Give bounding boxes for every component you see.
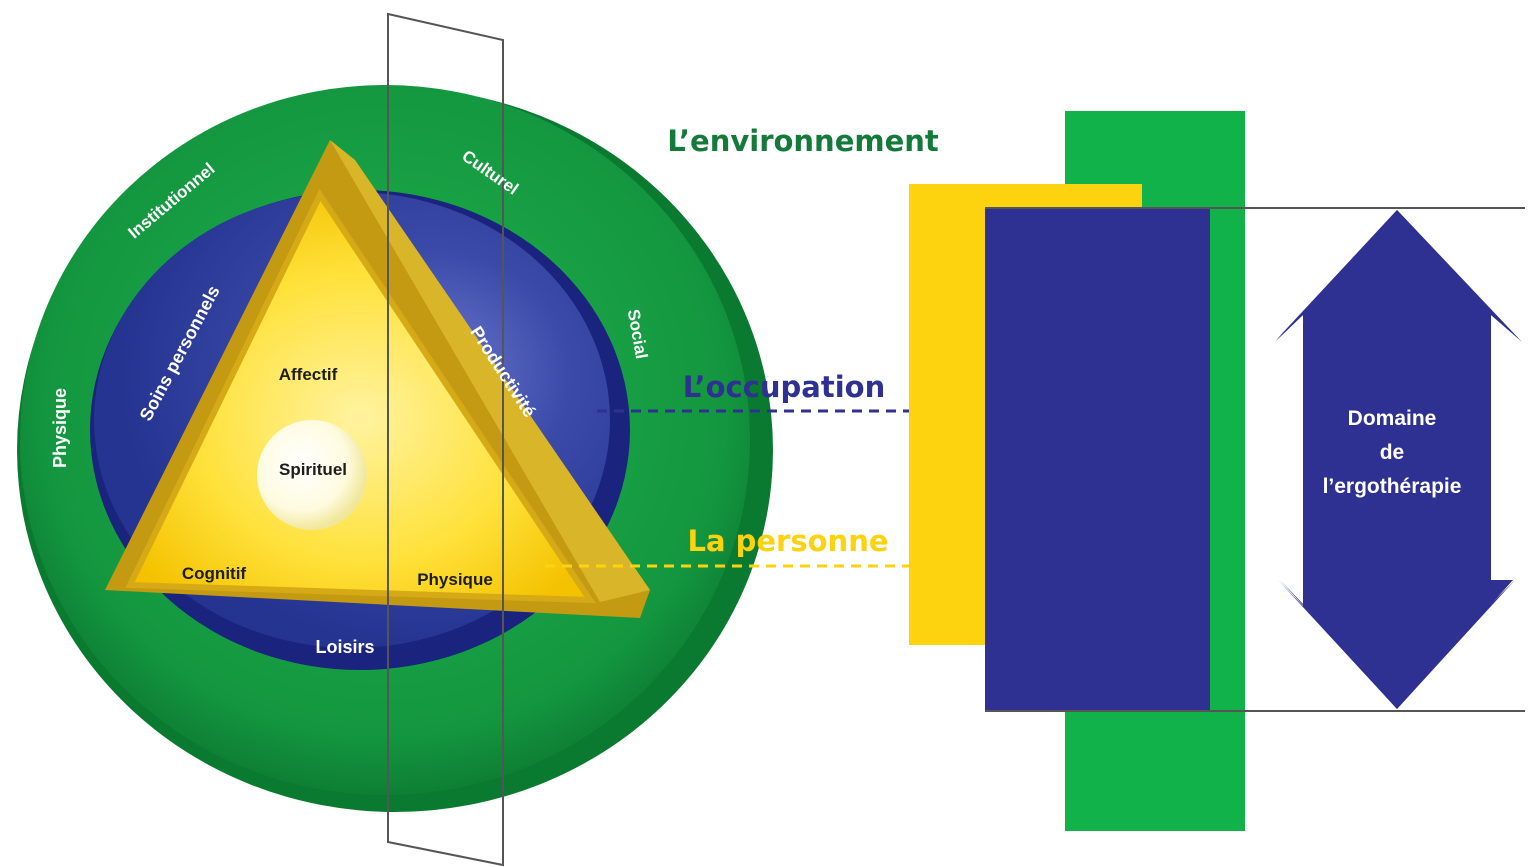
person-spiritual-label: Spirituel xyxy=(279,460,347,479)
domain-label-line1: Domaine xyxy=(1348,407,1437,430)
person-triangle-side xyxy=(330,140,650,602)
person-cognitive-label: Cognitif xyxy=(182,564,247,583)
domain-label-line2: de xyxy=(1380,441,1405,464)
occupation-title: L’occupation xyxy=(683,370,885,404)
overlap-blocks xyxy=(909,111,1245,831)
person-title: La personne xyxy=(687,524,888,558)
domain-arrow-body xyxy=(1276,210,1520,709)
person-affective-label: Affectif xyxy=(279,365,338,384)
occ-leisure-label: Loisirs xyxy=(315,637,374,657)
spiritual-core xyxy=(257,420,367,530)
env-physical-label: Physique xyxy=(50,388,70,468)
person-triangle xyxy=(125,188,596,604)
occupation-block xyxy=(985,208,1210,711)
person-physical-label: Physique xyxy=(417,570,493,589)
domain-label-line3: l’ergothérapie xyxy=(1323,475,1462,498)
environment-title: L’environnement xyxy=(667,124,939,158)
cmop-model: Physique Institutionnel Culturel Social … xyxy=(17,12,773,867)
